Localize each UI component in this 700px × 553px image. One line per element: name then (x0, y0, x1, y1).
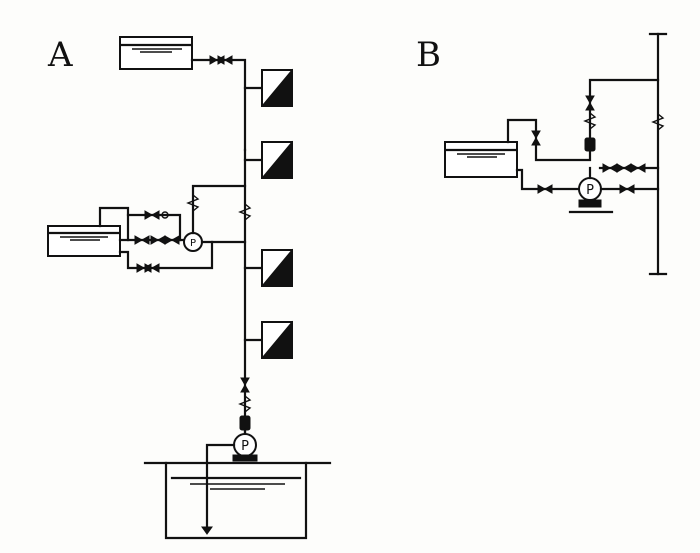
lower-bypass-valve-2 (144, 263, 160, 273)
riser-lower-valve (240, 377, 250, 393)
bypass-valve (144, 210, 160, 220)
booster-pump-a: P (183, 232, 203, 252)
panel-b-suction-valve (537, 184, 553, 194)
panel-a-label: A (48, 35, 73, 75)
booster-pump-label: P (190, 238, 196, 249)
suction-valve-1 (134, 235, 150, 245)
panel-b-diagram: P (444, 32, 668, 276)
panel-b-bypass-valve-1 (602, 163, 618, 173)
panel-b-pump: P (568, 177, 614, 214)
panel-b-pump-label: P (586, 183, 594, 198)
panel-b-suction-line (515, 168, 580, 191)
main-pump: P (232, 433, 258, 462)
panel-b-bypass-valve-3 (630, 163, 646, 173)
top-feed-line (190, 58, 247, 152)
process-unit-3 (243, 248, 293, 287)
suction-valve-3 (164, 235, 180, 245)
side-supply-tank (47, 225, 121, 257)
top-line-valve-2 (217, 55, 233, 65)
main-pump-suction-pipe (205, 443, 236, 532)
booster-return-line (191, 184, 247, 235)
panel-b-tank (444, 141, 518, 178)
process-unit-1 (243, 68, 293, 107)
panel-b-upper-branch (588, 78, 660, 142)
panel-b-filter (584, 137, 596, 152)
panel-b-bypass-valve-2 (616, 163, 632, 173)
panel-b-upper-valve (585, 95, 595, 111)
suction-valve-2 (150, 235, 166, 245)
foot-valve-icon (201, 526, 213, 535)
top-storage-tank (119, 36, 193, 70)
lower-bypass-line (118, 240, 214, 270)
panel-a-diagram: P P (47, 36, 332, 540)
process-unit-4 (243, 320, 293, 359)
panel-b-label: B (416, 35, 441, 75)
panel-b-discharge-valve (619, 184, 635, 194)
panel-b-return-line (506, 118, 592, 162)
process-unit-2 (243, 140, 293, 179)
side-tank-overflow-line (98, 206, 130, 242)
lower-reservoir (164, 461, 308, 540)
main-pump-label: P (241, 439, 249, 454)
panel-b-return-valve (531, 130, 541, 146)
bypass-gauge (161, 211, 169, 219)
riser-filter (239, 415, 251, 431)
